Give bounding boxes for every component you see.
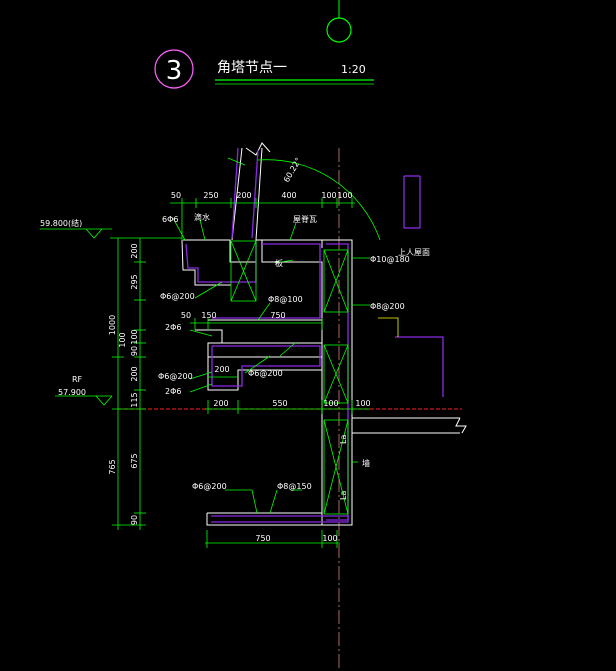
dim-lower-1: 200 [213,399,228,408]
dim-lower-2: 550 [272,399,287,408]
dim-left-lower-1: 675 [130,453,139,468]
elevation-rf-tag: RF [72,375,83,384]
rebar-ledge [211,345,321,387]
dim-inner-200: 200 [214,365,229,374]
detail-number-circle [154,49,194,89]
tag-2a6-b: 2Φ6 [165,387,181,396]
dim-top-3: 200 [236,191,251,200]
dim-left-4: 90 [130,346,139,356]
rebar-6-200-a: Φ6@200 [160,292,195,301]
dim-top-4: 400 [281,191,296,200]
dim-mid-3: 750 [270,311,285,320]
slope-angle-arc [257,159,381,241]
break-mark-right [455,417,467,434]
axis-bubble [326,0,352,43]
detail-number: 3 [166,56,183,86]
dim-left-6: 115 [130,392,139,407]
dimension-labels: 50 250 200 400 100 100 50 150 750 200 20… [108,191,371,543]
rebar-8-150: Φ8@150 [277,482,312,491]
dim-left-1: 200 [130,243,139,258]
rebar-6-200-bottom: Φ6@200 [192,482,227,491]
dim-lower-4: 100 [355,399,370,408]
wall-label: 墙 [362,458,370,468]
break-mark-top [245,142,271,156]
la-label-2: La [339,491,348,500]
elevation-top-label: 59.800(结) [40,218,82,228]
dim-top-2: 250 [203,191,218,200]
tag-2a6-a: 2Φ6 [165,323,181,332]
rebar-8-100: Φ8@100 [268,295,303,304]
dim-left-5: 200 [130,366,139,381]
dim-left-2: 295 [130,274,139,289]
water-drip-label: 滴水 [194,212,210,222]
eave-beam-left [181,239,231,286]
bottom-beam-outline [206,513,352,526]
elevation-rf-value: 57.900 [58,388,86,397]
dim-mid-2: 150 [201,311,216,320]
rebar-8-200-right: Φ8@200 [370,302,405,311]
dim-left-3: 100 [130,329,139,344]
rebar-10-180: Φ10@180 [370,255,410,264]
rebar-slope-right [251,149,259,239]
la-label-1: La [339,435,348,444]
title-block: 3 角塔节点一 1:20 [154,49,374,89]
dim-bottom-1: 750 [255,534,270,543]
tag-6a6: 6Φ6 [162,215,178,224]
roof-slope-right [255,147,263,241]
dim-bottom-2: 100 [322,534,337,543]
rebar-bottom-beam [211,515,349,523]
rebar-slope-left [231,147,239,239]
cross-hatch-marks [230,240,349,515]
annotation-labels: 59.800(结) RF 57.900 60.22° 滴水 6Φ6 屋脊瓦 板 … [40,156,430,500]
rebar-slab-top [212,243,321,319]
dimension-lines [40,157,370,548]
upper-roof-label: 上人屋面 [398,248,430,257]
drawing-scale: 1:20 [341,63,366,76]
lower-parapet [207,357,322,391]
dim-left-lower-total: 765 [108,459,117,474]
dim-top-6: 100 [337,191,352,200]
dim-left-outer: 1000 [108,315,117,335]
ridge-tile-label: 屋脊瓦 [293,214,317,224]
dim-top-5: 100 [321,191,336,200]
concrete-outline [181,142,467,526]
dim-mid-1: 50 [181,311,191,320]
slab-label: 板 [275,258,283,268]
rebar-6-200-b: Φ6@200 [158,372,193,381]
drawing-title: 角塔节点一 [217,60,287,76]
dim-lower-3: 100 [323,399,338,408]
dim-left-short: 100 [118,332,127,347]
dim-left-lower-2: 90 [130,515,139,525]
callout-line [378,317,399,337]
dim-top-1: 50 [171,191,181,200]
rebar-callout-right [395,336,444,397]
rebar-6-200-mid: Φ6@200 [248,369,283,378]
